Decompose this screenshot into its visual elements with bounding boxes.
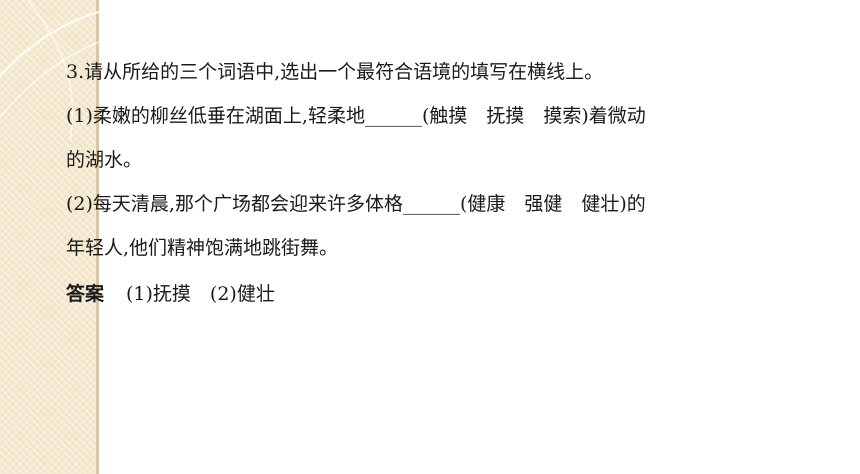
answer-row: 答案 (1)抚摸 (2)健壮 [66,272,796,316]
band-divider [96,0,99,474]
question-intro: 3.请从所给的三个词语中,选出一个最符合语境的填写在横线上。 [66,61,604,83]
question-item-1-line-2: 的湖水。 [66,149,143,171]
question-content: 3.请从所给的三个词语中,选出一个最符合语境的填写在横线上。 (1)柔嫩的柳丝低… [66,50,796,316]
answer-text: (1)抚摸 (2)健壮 [126,283,275,305]
question-item-2-line-2: 年轻人,他们精神饱满地跳街舞。 [66,237,339,259]
question-item-2-line-1: (2)每天清晨,那个广场都会迎来许多体格______(健康 强健 健壮)的 [66,193,646,215]
answer-label: 答案 [66,283,105,305]
question-item-1-line-1: (1)柔嫩的柳丝低垂在湖面上,轻柔地______(触摸 抚摸 摸索)着微动 [66,105,646,127]
